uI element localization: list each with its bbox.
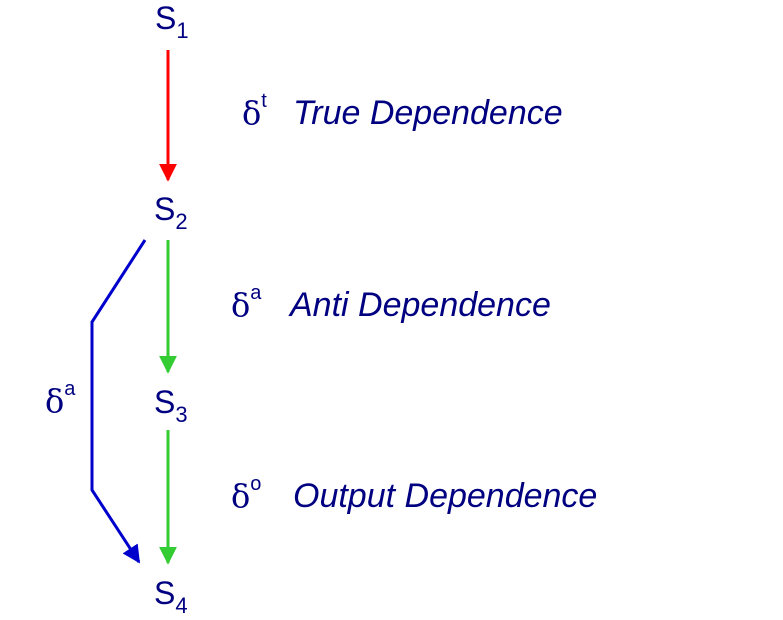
side-anti-dependence-arrow bbox=[90, 239, 147, 564]
output-dependence-delta: δ bbox=[231, 477, 251, 515]
statement-s3-base: S bbox=[154, 384, 176, 420]
true-dependence-label: True Dependence bbox=[293, 94, 563, 132]
statement-s3-sub: 3 bbox=[175, 402, 188, 428]
side-anti-dependence-delta: δ bbox=[45, 382, 65, 420]
statement-s4-base: S bbox=[154, 575, 176, 611]
side-anti-dependence-symbol: δa bbox=[45, 379, 75, 420]
statement-s2-base: S bbox=[154, 191, 176, 227]
true-dependence-symbol: δt bbox=[242, 91, 267, 132]
side-anti-dependence-superscript: a bbox=[64, 378, 76, 401]
output-dependence-label: Output Dependence bbox=[293, 477, 598, 515]
statement-s1-base: S bbox=[155, 0, 177, 36]
anti-dependence-symbol: δa bbox=[231, 283, 261, 324]
statement-s3: S3 bbox=[154, 384, 188, 426]
anti-dependence-label: Anti Dependence bbox=[290, 286, 551, 324]
true-dependence-superscript: t bbox=[261, 90, 267, 113]
true-dependence-delta: δ bbox=[242, 94, 262, 132]
output-dependence-superscript: o bbox=[250, 473, 262, 496]
statement-s4: S4 bbox=[154, 575, 188, 617]
statement-s2: S2 bbox=[154, 191, 188, 233]
anti-dependence-superscript: a bbox=[250, 282, 262, 305]
anti-dependence-delta: δ bbox=[231, 286, 251, 324]
statement-s1-sub: 1 bbox=[176, 18, 189, 44]
statement-s1: S1 bbox=[155, 0, 189, 42]
statement-s2-sub: 2 bbox=[175, 209, 188, 235]
statement-s4-sub: 4 bbox=[175, 593, 188, 619]
output-dependence-symbol: δo bbox=[231, 474, 261, 515]
